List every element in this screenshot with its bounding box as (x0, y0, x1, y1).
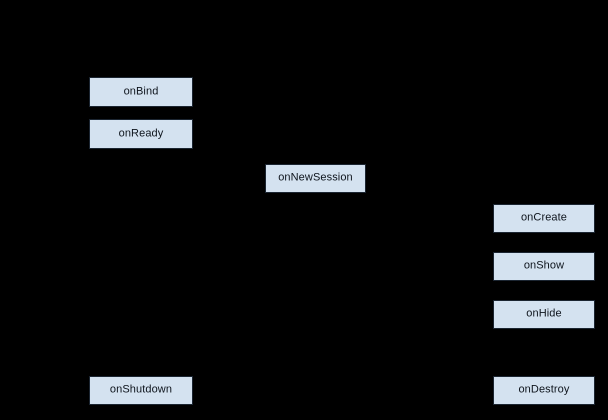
node-on-new-session[interactable]: onNewSession (265, 164, 366, 193)
node-on-destroy[interactable]: onDestroy (493, 376, 595, 405)
node-on-hide[interactable]: onHide (493, 300, 595, 329)
node-on-shutdown[interactable]: onShutdown (89, 376, 193, 405)
node-label-on-shutdown: onShutdown (109, 383, 173, 396)
node-on-ready[interactable]: onReady (89, 119, 193, 149)
node-label-on-show: onShow (523, 259, 565, 272)
node-label-on-new-session: onNewSession (278, 171, 353, 184)
node-label-on-create: onCreate (520, 211, 568, 224)
node-label-on-ready: onReady (118, 127, 164, 139)
node-on-show[interactable]: onShow (493, 252, 595, 281)
node-label-on-bind: onBind (123, 85, 159, 97)
node-label-on-hide: onHide (526, 307, 562, 320)
node-label-on-destroy: onDestroy (518, 383, 570, 396)
node-on-bind[interactable]: onBind (89, 77, 193, 107)
node-on-create[interactable]: onCreate (493, 204, 595, 233)
